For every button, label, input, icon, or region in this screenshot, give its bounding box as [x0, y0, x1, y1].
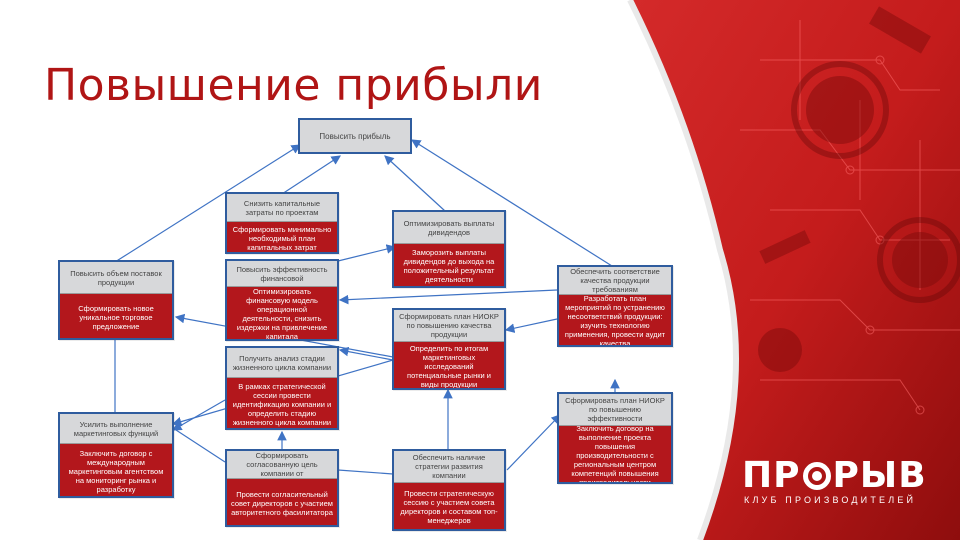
node-lifecycle-analysis: Получить анализ стадии жизненного цикла …	[225, 346, 339, 430]
node-dividends-action: Заморозить выплаты дивидендов до выхода …	[394, 244, 504, 286]
node-agreed-goal: Сформировать согласованную цель компании…	[225, 449, 339, 527]
node-rnd-efficiency-goal: Сформировать план НИОКР по повышению эфф…	[559, 394, 671, 426]
node-strategy-action: Провести стратегическую сессию с участие…	[394, 483, 504, 529]
node-rnd-efficiency-action: Заключить договор на выполнение проекта …	[559, 424, 671, 482]
logo-tagline: КЛУБ ПРОИЗВОДИТЕЛЕЙ	[744, 495, 917, 505]
node-reduce-capex: Снизить капитальные затраты по проектам …	[225, 192, 339, 254]
node-quality-compliance-goal: Обеспечить соответствие качества продукц…	[559, 267, 671, 295]
node-marketing: Усилить выполнение маркетинговых функций…	[58, 412, 174, 498]
node-agreed-goal-action: Провести согласительный совет директоров…	[227, 479, 337, 525]
node-dividends: Оптимизировать выплаты дивидендов Заморо…	[392, 210, 506, 288]
node-marketing-goal: Усилить выполнение маркетинговых функций	[60, 414, 172, 444]
logo-text-left: ПР	[742, 455, 801, 496]
node-rnd-quality: Сформировать план НИОКР по повышению кач…	[392, 308, 506, 390]
node-financial-efficiency: Повысить эффективность финансовой Оптими…	[225, 259, 339, 341]
brand-logo: ПР РЫВ КЛУБ ПРОИЗВОДИТЕЛЕЙ	[742, 455, 932, 515]
node-strategy-goal: Обеспечить наличие стратегии развития ко…	[394, 451, 504, 483]
node-rnd-efficiency: Сформировать план НИОКР по повышению эфф…	[557, 392, 673, 484]
node-increase-volume-goal: Повысить объем поставок продукции	[60, 262, 172, 294]
node-financial-efficiency-action: Оптимизировать финансовую модель операци…	[227, 287, 337, 339]
logo-text-right: РЫВ	[832, 455, 927, 496]
node-dividends-goal: Оптимизировать выплаты дивидендов	[394, 212, 504, 244]
node-strategy: Обеспечить наличие стратегии развития ко…	[392, 449, 506, 531]
node-lifecycle-analysis-action: В рамках стратегической сессии провести …	[227, 378, 337, 428]
node-increase-volume-action: Сформировать новое уникальное торговое п…	[60, 294, 172, 338]
page-title: Повышение прибыли	[44, 60, 543, 111]
node-financial-efficiency-goal: Повысить эффективность финансовой	[227, 261, 337, 287]
node-rnd-quality-goal: Сформировать план НИОКР по повышению кач…	[394, 310, 504, 342]
node-lifecycle-analysis-goal: Получить анализ стадии жизненного цикла …	[227, 348, 337, 378]
gear-icon	[802, 461, 831, 490]
node-reduce-capex-action: Сформировать минимально необходимый план…	[227, 222, 337, 252]
node-rnd-quality-action: Определить по итогам маркетинговых иссле…	[394, 342, 504, 388]
node-increase-volume: Повысить объем поставок продукции Сформи…	[58, 260, 174, 340]
node-marketing-action: Заключить договор с международным маркет…	[60, 444, 172, 496]
node-quality-compliance-action: Разработать план мероприятий по устранен…	[559, 294, 671, 345]
node-reduce-capex-goal: Снизить капитальные затраты по проектам	[227, 194, 337, 222]
node-agreed-goal-goal: Сформировать согласованную цель компании…	[227, 451, 337, 479]
logo-wordmark: ПР РЫВ	[742, 455, 927, 496]
root-node-increase-profit: Повысить прибыль	[298, 118, 412, 154]
node-quality-compliance: Обеспечить соответствие качества продукц…	[557, 265, 673, 347]
